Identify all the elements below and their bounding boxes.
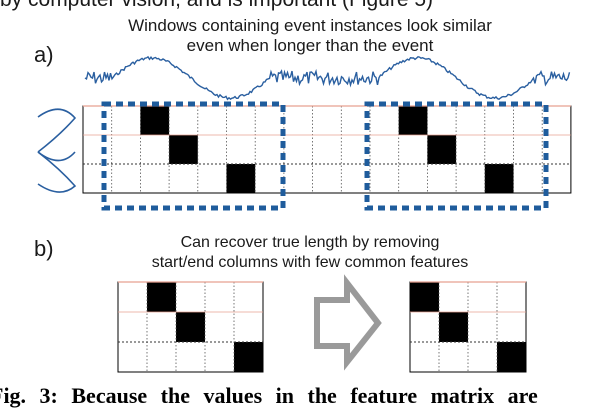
filled-cell — [147, 282, 176, 312]
filled-cell — [497, 342, 526, 372]
panel-a-label: a) — [34, 42, 54, 67]
filled-cell — [226, 164, 256, 193]
feature-matrix-a — [82, 105, 572, 194]
filled-cell — [140, 106, 170, 135]
filled-cell — [176, 312, 205, 342]
panel-b-label: b) — [34, 236, 54, 261]
feature-matrix-before — [117, 281, 264, 373]
filled-cell — [398, 106, 428, 135]
right-arrow-icon — [314, 274, 382, 371]
panel-b-title: Can recover true length by removing star… — [120, 233, 500, 273]
filled-cell — [484, 164, 514, 193]
panel-b-title-line2: start/end columns with few common featur… — [151, 254, 469, 271]
feature-matrix-after — [409, 281, 527, 373]
filled-cell — [410, 282, 439, 312]
filled-cell — [234, 342, 263, 372]
event-window-right — [364, 101, 549, 211]
sine-wave-icon — [37, 108, 77, 193]
panel-a-title: Windows containing event instances look … — [100, 16, 520, 56]
clipped-top-text: by computer vision, and is important (Fi… — [0, 0, 600, 12]
panel-b-title-line1: Can recover true length by removing — [180, 234, 440, 251]
panel-a-title-line2: even when longer than the event — [186, 36, 434, 55]
signal-waveform — [84, 55, 571, 101]
filled-cell — [439, 312, 468, 342]
filled-cell — [169, 135, 198, 164]
filled-cell — [427, 135, 457, 164]
panel-a-title-line1: Windows containing event instances look … — [128, 16, 492, 35]
figure-caption: Fig. 3: Because the values in the featur… — [0, 383, 538, 408]
event-window-left — [101, 101, 286, 211]
